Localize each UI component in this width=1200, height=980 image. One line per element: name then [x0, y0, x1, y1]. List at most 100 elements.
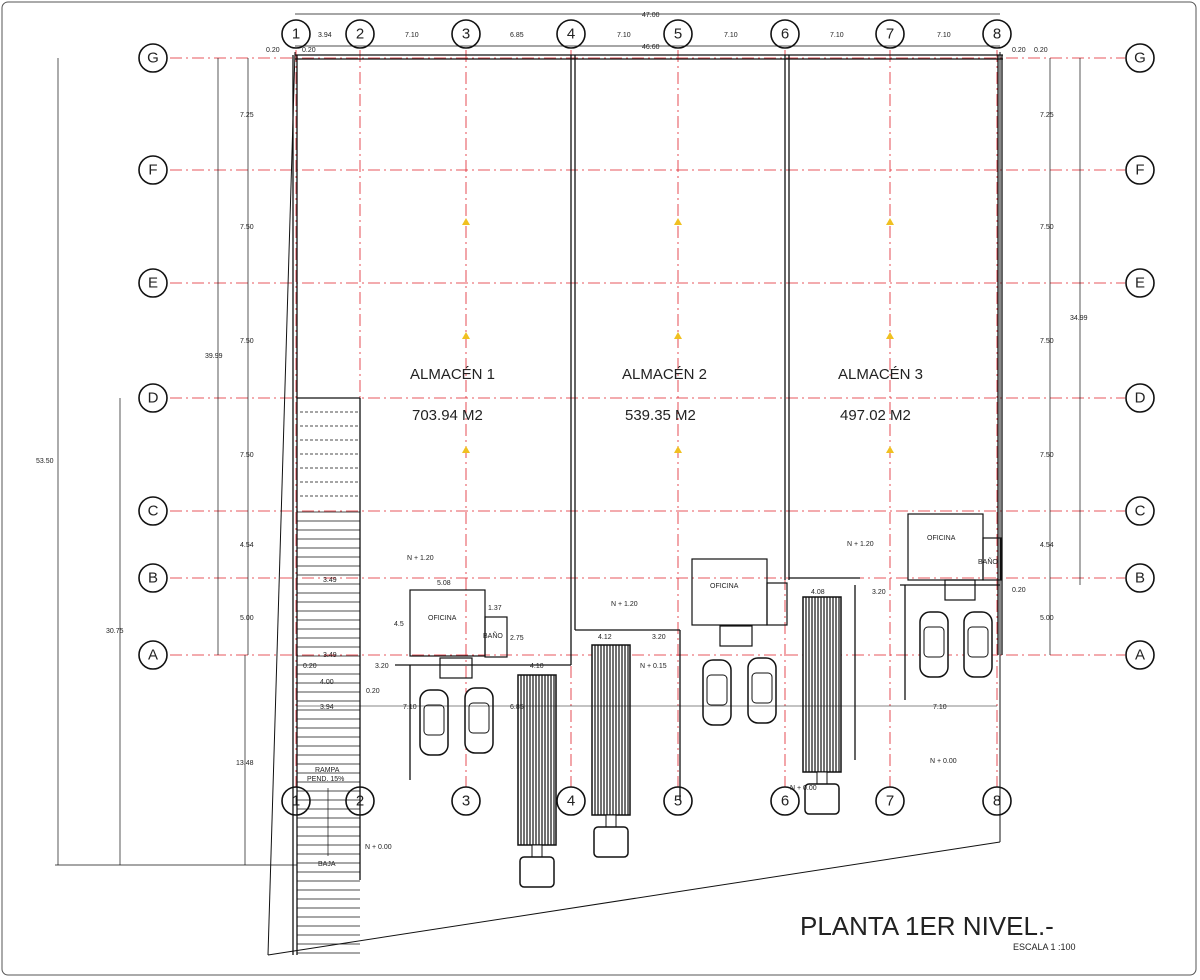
grid-bubble-3: 3: [451, 786, 481, 816]
offices: [409, 513, 1002, 679]
dim-label: 4.00: [320, 679, 334, 686]
column-marker-icon: [886, 332, 894, 339]
dim-right: 7.50: [1040, 224, 1054, 231]
grid-bubble-B: B: [1125, 563, 1155, 593]
dim-front: 13.48: [236, 760, 254, 767]
dim-label: 4.5: [394, 621, 404, 628]
grid-bubble-label: 3: [462, 26, 470, 43]
grid-bubble-1: 1: [281, 786, 311, 816]
grid-bubble-B: B: [138, 563, 168, 593]
dim-right: 4.54: [1040, 542, 1054, 549]
grid-bubble-label: 1: [292, 26, 300, 43]
dim-label: 0.20: [1012, 587, 1026, 594]
dim-right-total: 34.99: [1070, 315, 1088, 322]
car-icon: [747, 657, 777, 724]
dim-span: 7.10: [724, 32, 738, 39]
grid-bubble-label: F: [1135, 162, 1144, 179]
grid-bubble-label: C: [148, 503, 159, 520]
dim-label: 5.08: [437, 580, 451, 587]
grid-bubble-label: E: [148, 275, 158, 292]
drawing-scale: ESCALA 1 :100: [1013, 942, 1076, 952]
office-label: OFICINA: [927, 535, 956, 542]
vehicles: [419, 596, 993, 888]
grid-bubble-label: 5: [674, 793, 682, 810]
grid-bubble-label: D: [148, 390, 159, 407]
grid-bubble-C: C: [1125, 496, 1155, 526]
grid-bubble-6: 6: [770, 786, 800, 816]
grid-bubble-E: E: [138, 268, 168, 298]
grid-bubble-label: E: [1135, 275, 1145, 292]
grid-bubble-3: 3: [451, 19, 481, 49]
grid-bubble-2: 2: [345, 19, 375, 49]
truck-icon: [802, 596, 842, 815]
level-label: N + 0.00: [930, 758, 957, 765]
dim-label: 3.20: [652, 634, 666, 641]
level-label: N + 1.20: [407, 555, 434, 562]
grid-bubble-A: A: [138, 640, 168, 670]
dim-span: 7.10: [830, 32, 844, 39]
dim-label: 4.12: [598, 634, 612, 641]
dim-span: 6.85: [510, 32, 524, 39]
car-icon: [919, 611, 949, 678]
level-label: N + 0.15: [640, 663, 667, 670]
grid-bubble-label: 4: [567, 26, 575, 43]
car-icon: [419, 689, 449, 756]
level-label: N + 0.00: [790, 785, 817, 792]
grid-bubble-C: C: [138, 496, 168, 526]
dim-label: 3.94: [320, 704, 334, 711]
grid-bubble-5: 5: [663, 19, 693, 49]
dim-left: 7.50: [240, 224, 254, 231]
grid-bubble-D: D: [1125, 383, 1155, 413]
dim-span: 3.94: [318, 32, 332, 39]
warehouse-3-name: ALMACÉN 3: [838, 366, 923, 383]
dim-label: 3.49: [323, 577, 337, 584]
dim-lower-depth: 30.75: [106, 628, 124, 635]
column-marker-icon: [886, 446, 894, 453]
grid-bubble-label: 6: [781, 793, 789, 810]
grid-bubble-label: B: [148, 570, 158, 587]
dim-overall-width: 47.00: [642, 12, 660, 19]
grid-bubble-F: F: [1125, 155, 1155, 185]
warehouse-2-name: ALMACÉN 2: [622, 366, 707, 383]
dim-span: 7.10: [937, 32, 951, 39]
grid-bubble-label: 8: [993, 26, 1001, 43]
grid-bubble-4: 4: [556, 19, 586, 49]
column-marker-icon: [886, 218, 894, 225]
grid-bubble-1: 1: [281, 19, 311, 49]
grid-bubble-label: B: [1135, 570, 1145, 587]
dim-right: 5.00: [1040, 615, 1054, 622]
grid-bubble-label: 2: [356, 26, 364, 43]
site-boundary: [267, 51, 1001, 956]
drawing-title: PLANTA 1ER NIVEL.-: [800, 911, 1054, 941]
column-marker-icon: [674, 332, 682, 339]
car-icon: [963, 611, 993, 678]
warehouse-3-area: 497.02 M2: [840, 407, 911, 424]
dim-label: 3.20: [375, 663, 389, 670]
dim-label: 4.10: [530, 663, 544, 670]
bath-label: BAÑO: [978, 557, 998, 566]
grid-bubble-E: E: [1125, 268, 1155, 298]
grid-bubble-6: 6: [770, 19, 800, 49]
column-marker-icon: [462, 332, 470, 339]
dim-label: 3.20: [872, 589, 886, 596]
dim-inner-width: 46.60: [642, 44, 660, 51]
dim-left-total: 39.99: [205, 353, 223, 360]
grid-bubble-F: F: [138, 155, 168, 185]
level-label: N + 0.00: [365, 844, 392, 851]
grid-bubble-G: G: [138, 43, 168, 73]
dim-left: 7.50: [240, 338, 254, 345]
column-marker-icon: [462, 446, 470, 453]
column-marker-icon: [462, 218, 470, 225]
grid-bubble-label: A: [148, 647, 158, 664]
warehouse-1-area: 703.94 M2: [412, 407, 483, 424]
grid-bubble-5: 5: [663, 786, 693, 816]
level-label: N + 1.20: [611, 601, 638, 608]
left-dimensions: 7.25 7.50 7.50 7.50 4.54 5.00 39.99 53.5…: [36, 58, 297, 866]
ramp-slope: PEND. 15%: [307, 776, 344, 783]
ramp-direction: BAJA: [318, 861, 336, 868]
grid-bubble-7: 7: [875, 19, 905, 49]
dim-label: 7.10: [403, 704, 417, 711]
level-label: N + 1.20: [847, 541, 874, 548]
